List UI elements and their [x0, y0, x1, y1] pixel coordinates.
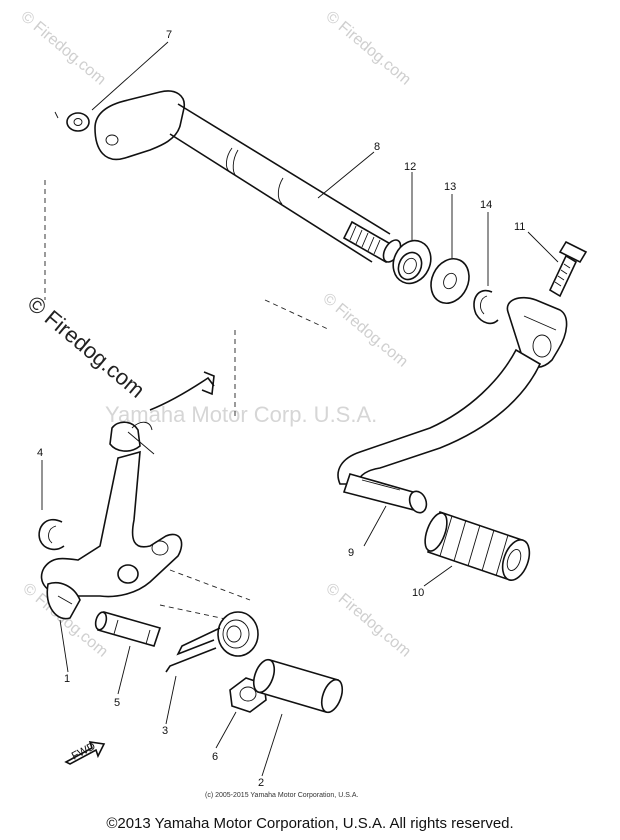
callout-2: 2	[258, 777, 264, 789]
callout-1: 1	[64, 673, 70, 685]
part-5-pin	[94, 611, 162, 647]
callout-6: 6	[212, 751, 218, 763]
callout-10: 10	[412, 587, 424, 599]
watermark-firedog-2: © Firedog.com	[322, 8, 413, 89]
part-11-bolt	[548, 240, 588, 298]
watermark-firedog-6: © Firedog.com	[23, 291, 150, 403]
guide-lines	[44, 180, 331, 621]
leader-lines	[41, 41, 559, 777]
watermark-center: Yamaha Motor Corp. U.S.A.	[105, 402, 377, 427]
part-1-shift-arm	[40, 371, 215, 620]
part-10-pedal-rubber	[424, 510, 531, 582]
callout-4: 4	[37, 447, 43, 459]
callout-7: 7	[166, 29, 172, 41]
callout-11: 11	[514, 221, 525, 233]
watermark-firedog-1: © Firedog.com	[17, 8, 108, 89]
callout-9: 9	[348, 547, 354, 559]
callout-5: 5	[114, 697, 120, 709]
part-12-oil-seal	[392, 239, 432, 285]
part-4-circlip	[38, 518, 65, 551]
callout-8: 8	[374, 141, 380, 153]
fwd-arrow-icon: FWD	[64, 740, 106, 765]
part-8-shift-shaft	[94, 90, 402, 264]
part-2-collar	[252, 658, 344, 714]
callout-3: 3	[162, 725, 168, 737]
copyright-small: (c) 2005-2015 Yamaha Motor Corporation, …	[205, 792, 358, 799]
part-14-circlip	[473, 289, 499, 325]
callout-14: 14	[480, 199, 492, 211]
watermark-firedog-4: © Firedog.com	[322, 580, 413, 661]
part-3-return-spring	[165, 611, 259, 673]
callout-numbers: 7 8 12 13 14 11 4 9 10 1 5 3 6 2	[37, 29, 525, 789]
part-9-shift-pedal	[337, 296, 568, 514]
copyright-footer: ©2013 Yamaha Motor Corporation, U.S.A. A…	[106, 815, 514, 832]
fwd-label: FWD	[70, 740, 98, 762]
callout-12: 12	[404, 161, 416, 173]
watermark-firedog-3: © Firedog.com	[319, 290, 410, 371]
part-7-washer	[54, 111, 90, 132]
part-13-washer	[430, 258, 470, 304]
callout-13: 13	[444, 181, 456, 193]
